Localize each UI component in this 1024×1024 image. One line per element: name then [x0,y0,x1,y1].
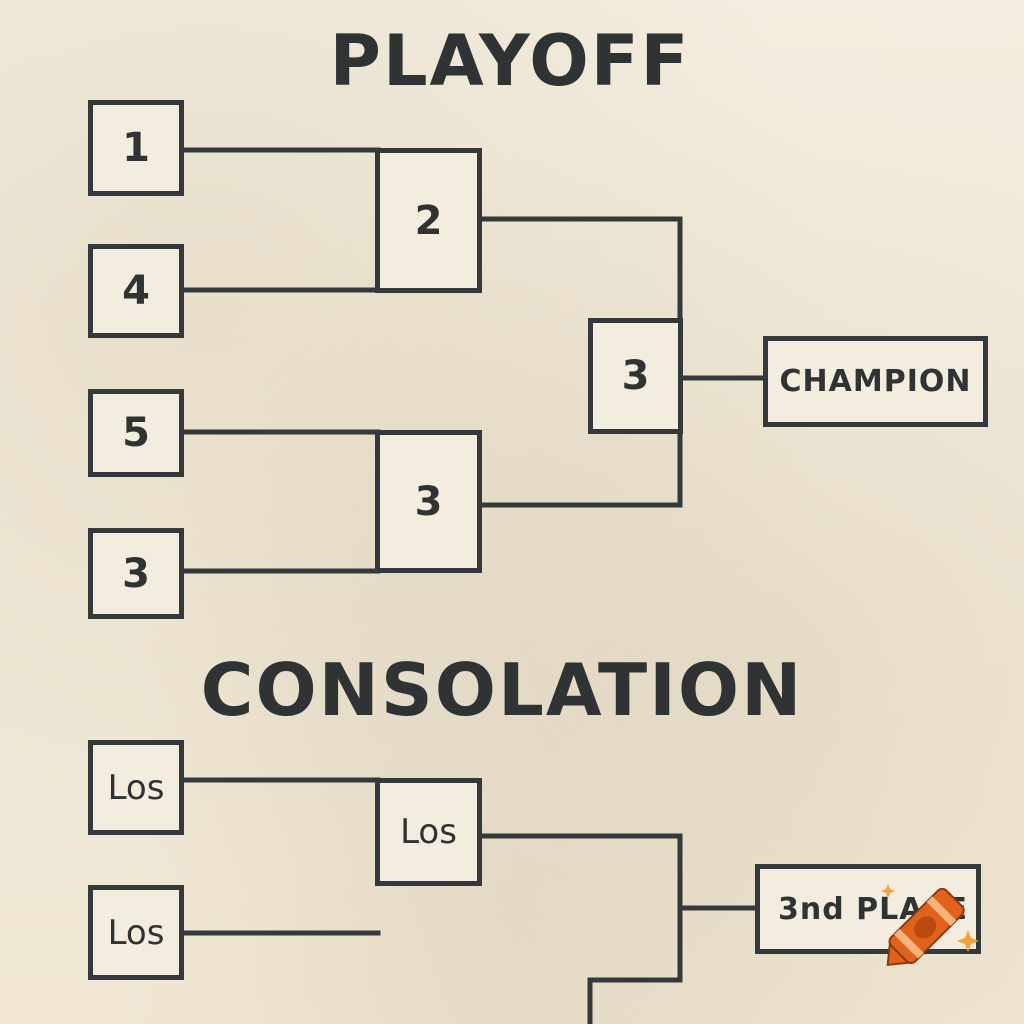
consolation-box-2: Los [88,885,184,980]
consolation-box-1: Los [88,740,184,835]
seed-box-3: 5 [88,389,184,477]
sparkle-icon [881,884,895,898]
sparkle-icon [957,930,979,952]
final-box: 3 [588,318,683,434]
crayon-icon [881,884,979,967]
semifinal-box-1: 2 [375,148,482,293]
seed-box-2: 4 [88,244,184,338]
consolation-semifinal-box: Los [375,778,482,886]
seed-box-1: 1 [88,100,184,196]
consolation-heading: CONSOLATION [200,648,804,732]
playoff-heading: PLAYOFF [329,20,691,102]
connector-semi-to-third [476,833,683,1024]
champion-box: CHAMPION [763,336,988,427]
semifinal-box-2: 3 [375,430,482,573]
seed-box-4: 3 [88,528,184,619]
